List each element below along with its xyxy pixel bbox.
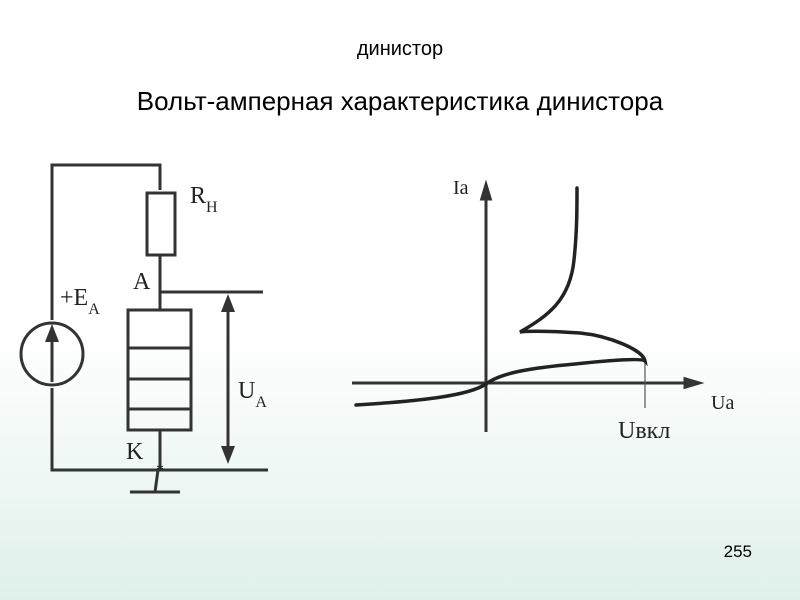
ground-stub — [153, 469, 160, 493]
cathode-label: K — [126, 439, 144, 465]
source-label: +EA — [60, 285, 100, 318]
resistor-label: RН — [190, 183, 218, 216]
wire-top — [50, 163, 162, 320]
iv-graph: Iа Uа Uвкл — [352, 177, 734, 444]
cathode-mark: * — [156, 462, 164, 479]
anode-label: A — [133, 269, 151, 295]
slide-title: динистор — [356, 38, 444, 60]
slide-subtitle: Вольт-амперная характеристика динистора — [136, 86, 664, 116]
dinistor-body — [126, 308, 193, 432]
voltage-label: UA — [238, 378, 267, 411]
circuit-diagram — [19, 163, 268, 494]
source-arrow-head — [45, 324, 59, 342]
page-number: 255 — [723, 542, 752, 561]
iv-curve — [354, 186, 648, 407]
wire-bottom — [50, 388, 268, 472]
load-resistor — [145, 191, 177, 257]
switch-on-voltage-label: Uвкл — [618, 418, 670, 444]
voltage-arrow-bottom — [221, 446, 235, 464]
voltage-arrow-top — [221, 294, 235, 312]
voltage-source — [19, 321, 85, 387]
x-axis-label: Uа — [711, 392, 734, 414]
y-axis-label: Iа — [453, 177, 469, 199]
